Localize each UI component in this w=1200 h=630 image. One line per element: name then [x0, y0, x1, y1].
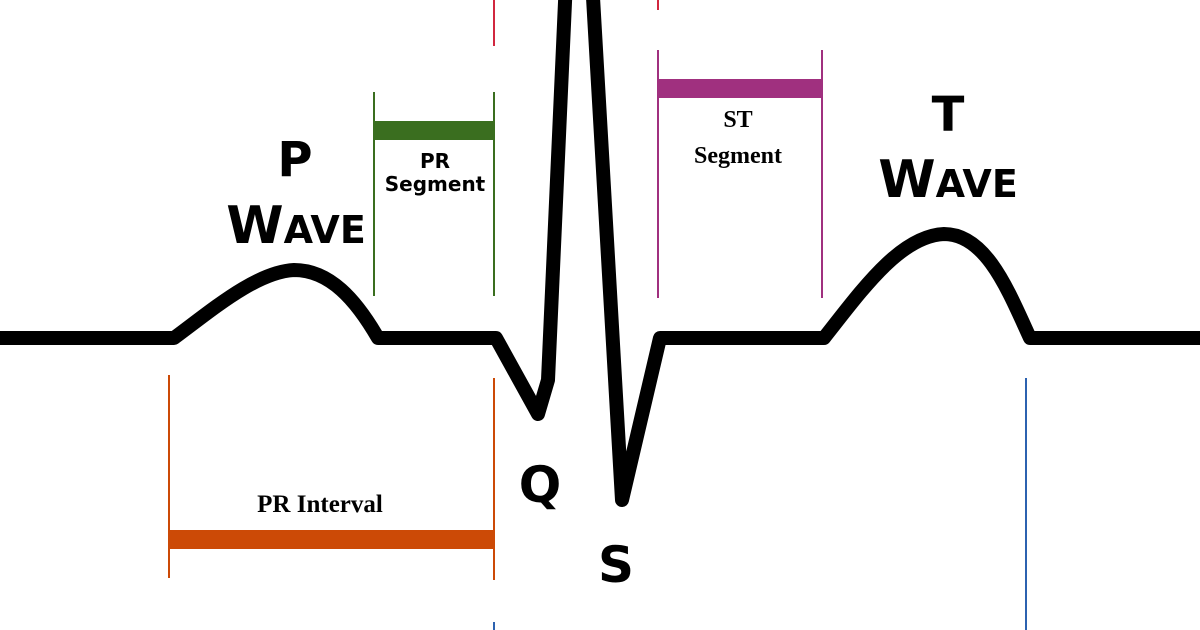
pr-segment-bracket: [373, 92, 495, 296]
st-segment-label-line1: ST: [723, 107, 752, 133]
ecg-trace: [0, 0, 1200, 507]
s-label: S: [598, 536, 634, 594]
t-wave-ave: AVE: [936, 162, 1018, 206]
t-wave-word: WAVE: [878, 150, 1018, 210]
p-wave-word: WAVE: [226, 196, 366, 256]
t-wave-w: W: [878, 150, 935, 210]
pr-interval-bracket: [168, 375, 495, 580]
p-wave-letter: P: [277, 132, 312, 188]
t-wave-letter: T: [932, 87, 965, 143]
st-segment-label-line2: Segment: [694, 143, 782, 169]
p-wave-ave: AVE: [284, 208, 366, 252]
pr-segment-label-line1: PR: [420, 149, 450, 173]
pr-segment-label-line2: Segment: [385, 172, 486, 196]
p-wave-w: W: [226, 196, 283, 256]
q-label: Q: [519, 456, 562, 514]
st-segment-bracket: [657, 50, 823, 298]
pr-interval-label: PR Interval: [257, 491, 383, 518]
